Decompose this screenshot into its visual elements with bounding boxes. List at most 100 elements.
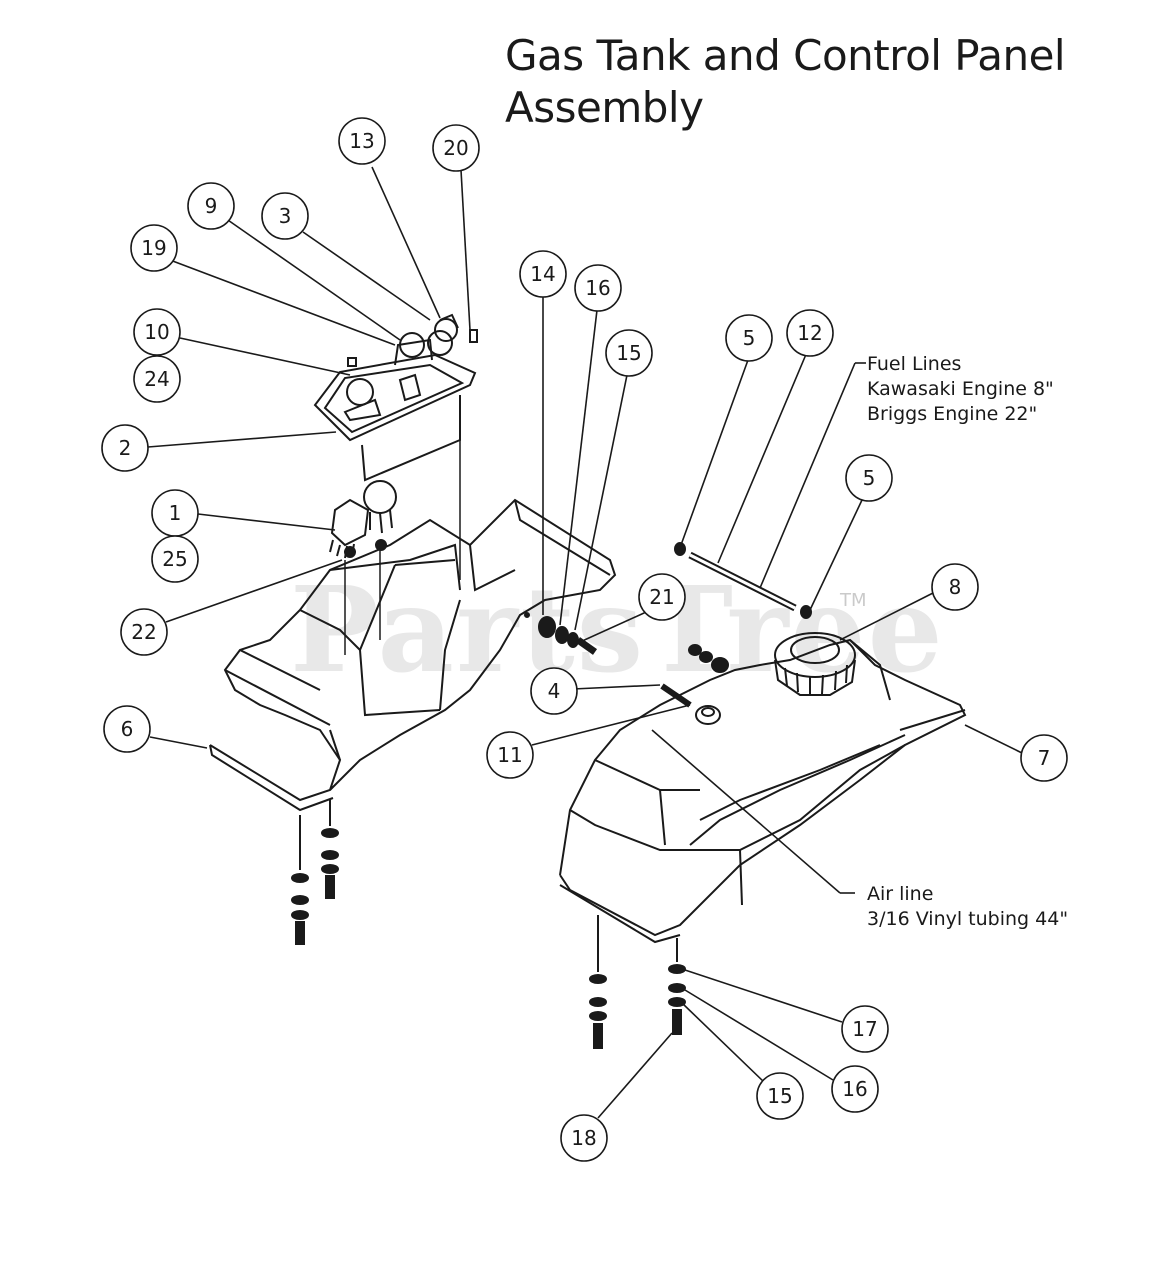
callout-circle [133,308,181,356]
callout-2: 2 [101,424,149,472]
callout-number: 9 [205,194,218,218]
callout-circle [1020,734,1068,782]
callout-circle [120,608,168,656]
callout-number: 16 [842,1077,867,1101]
callout-12: 12 [786,309,834,357]
callout-circle [560,1114,608,1162]
callout-circle [530,667,578,715]
trademark-mark: TM [840,590,867,611]
callout-18: 18 [560,1114,608,1162]
callout-15: 15 [756,1072,804,1120]
right-hardware-stacks [589,915,686,1049]
callout-number: 1 [169,501,182,525]
callout-15: 15 [605,329,653,377]
callout-3: 3 [261,192,309,240]
callout-22: 22 [120,608,168,656]
left-hardware-stacks [291,430,461,945]
control-panel-plate [313,313,478,482]
callout-number: 2 [119,436,132,460]
callout-circle [519,250,567,298]
callout-circle [841,1005,889,1053]
air-line-note-line-1: Air line [867,883,934,905]
callout-number: 6 [121,717,134,741]
callout-number: 11 [497,743,522,767]
callout-number: 8 [949,575,962,599]
control-panel-housing [209,498,617,812]
vent-fitting [660,644,729,725]
callout-1: 1 [151,489,199,537]
callout-number: 4 [548,679,561,703]
callout-9: 9 [187,182,235,230]
callout-circle [261,192,309,240]
callout-number: 24 [144,367,169,391]
title-line-1: Gas Tank and Control Panel [505,31,1066,80]
callout-number: 10 [144,320,169,344]
callout-11: 11 [486,731,534,779]
callout-10: 10 [133,308,181,356]
callout-21: 21 [638,573,686,621]
callout-16: 16 [574,264,622,312]
callout-4: 4 [530,667,578,715]
callout-number: 18 [571,1126,596,1150]
callout-circle [605,329,653,377]
callout-number: 25 [162,547,187,571]
callout-circle [151,535,199,583]
fuel-lines-note-line-1: Fuel Lines [867,353,962,375]
callout-14: 14 [519,250,567,298]
callout-5: 5 [725,314,773,362]
callout-number: 21 [649,585,674,609]
air-line-note-line-2: 3/16 Vinyl tubing 44" [867,908,1069,930]
callout-circle [432,124,480,172]
diagram-title: Gas Tank and Control Panel Assembly [505,30,1066,134]
callout-circle [725,314,773,362]
callout-circle [831,1065,879,1113]
callout-circle [638,573,686,621]
callout-number: 13 [349,129,374,153]
callout-circle [187,182,235,230]
callout-circle [786,309,834,357]
callout-number: 17 [852,1017,877,1041]
callout-circle [130,224,178,272]
callout-25: 25 [151,535,199,583]
leader-lines [147,166,1023,1119]
gas-cap [774,632,856,696]
fuel-lines-note: Fuel Lines Kawasaki Engine 8" Briggs Eng… [867,352,1054,427]
fuel-line [674,542,812,619]
callout-circle [574,264,622,312]
air-line-note: Air line 3/16 Vinyl tubing 44" [867,882,1068,932]
callout-number: 3 [279,204,292,228]
callout-number: 20 [443,136,468,160]
callout-circle [133,355,181,403]
callout-17: 17 [841,1005,889,1053]
ignition-switch [329,480,397,559]
callout-19: 19 [130,224,178,272]
callout-circle [756,1072,804,1120]
fuel-lines-note-line-3: Briggs Engine 22" [867,403,1038,425]
callout-13: 13 [338,117,386,165]
callout-circle [101,424,149,472]
watermark: PartsTree [290,560,945,699]
callout-number: 7 [1038,746,1051,770]
callout-6: 6 [103,705,151,753]
callout-number: 15 [767,1084,792,1108]
callout-number: 19 [141,236,166,260]
callout-circle [931,563,979,611]
callout-number: 12 [797,321,822,345]
callout-8: 8 [931,563,979,611]
callout-circle [338,117,386,165]
callout-16: 16 [831,1065,879,1113]
callout-number: 14 [530,262,555,286]
callout-number: 5 [863,466,876,490]
fuel-lines-note-line-2: Kawasaki Engine 8" [867,378,1054,400]
callout-5: 5 [845,454,893,502]
callout-circle [845,454,893,502]
callout-7: 7 [1020,734,1068,782]
callout-number: 15 [616,341,641,365]
title-line-2: Assembly [505,83,704,132]
callout-circle [103,705,151,753]
callout-20: 20 [432,124,480,172]
callout-number: 22 [131,620,156,644]
